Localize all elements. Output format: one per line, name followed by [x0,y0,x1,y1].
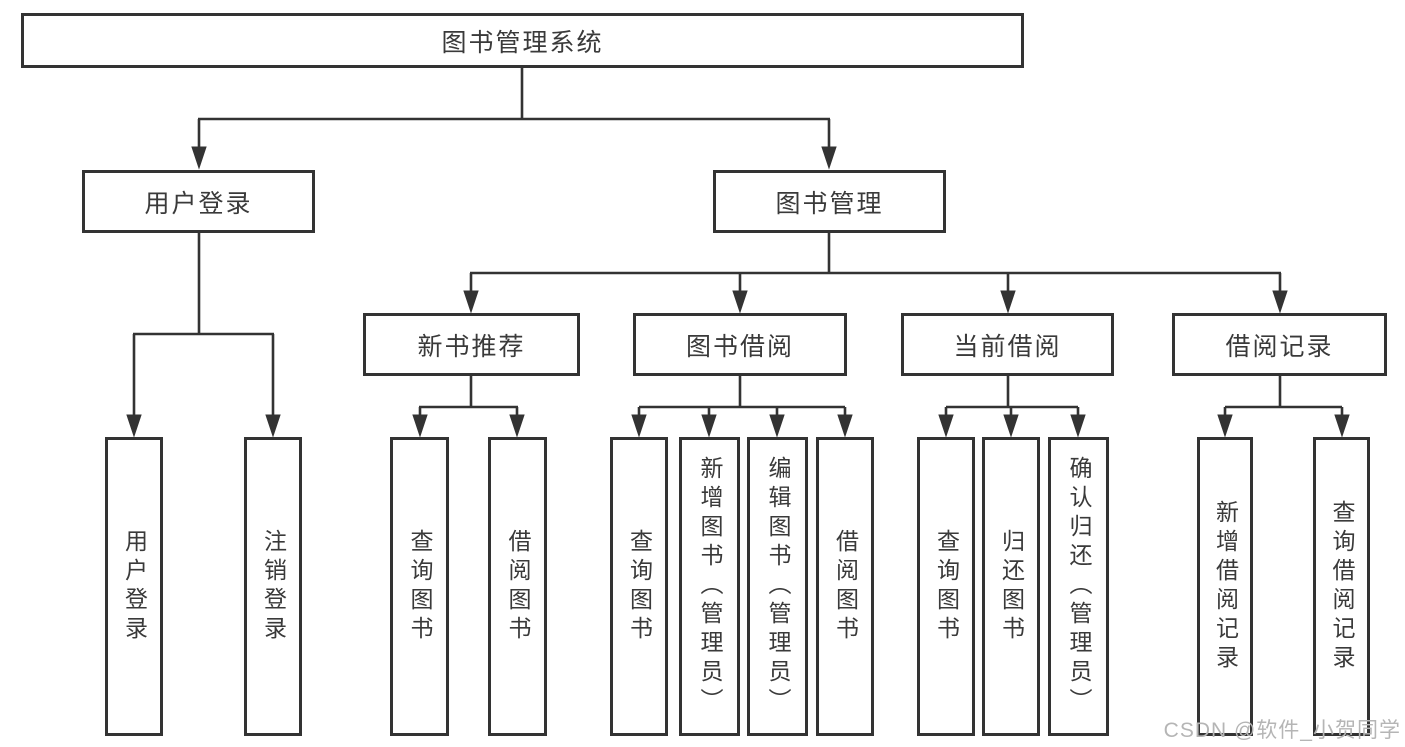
connector-root-branch [191,68,837,170]
node-borrow-records: 借阅记录 [1172,313,1387,376]
leaf-recommend-query-books: 查询图书 [390,437,449,736]
node-new-book-recommend: 新书推荐 [363,313,580,376]
leaf-user-login: 用户登录 [105,437,163,736]
node-current-borrow: 当前借阅 [901,313,1114,376]
connector-borrow-records-branch [1217,376,1350,438]
leaf-recommend-borrow-books: 借阅图书 [488,437,547,736]
connector-book-borrow-branch [631,376,853,438]
leaf-logout: 注销登录 [244,437,302,736]
leaf-borrow-edit-books-admin: 编辑图书（管理员） [747,437,808,736]
leaf-current-confirm-return-admin: 确认归还（管理员） [1048,437,1109,736]
node-book-management: 图书管理 [713,170,946,233]
connector-current-borrow-branch [938,376,1086,438]
leaf-current-return-books: 归还图书 [982,437,1040,736]
leaf-records-query-record: 查询借阅记录 [1313,437,1370,736]
leaf-borrow-add-books-admin: 新增图书（管理员） [679,437,740,736]
leaf-borrow-query-books: 查询图书 [610,437,668,736]
node-user-login: 用户登录 [82,170,315,233]
leaf-current-query-books: 查询图书 [917,437,975,736]
connector-new-book-recommend-branch [412,376,525,438]
watermark: CSDN @软件_小贺同学 [1163,719,1401,742]
node-root: 图书管理系统 [21,13,1024,68]
connector-user-login-branch [126,233,281,438]
leaf-borrow-borrow-books: 借阅图书 [816,437,874,736]
node-book-borrow: 图书借阅 [633,313,847,376]
leaf-records-add-record: 新增借阅记录 [1197,437,1253,736]
connector-book-management-branch [463,233,1288,314]
